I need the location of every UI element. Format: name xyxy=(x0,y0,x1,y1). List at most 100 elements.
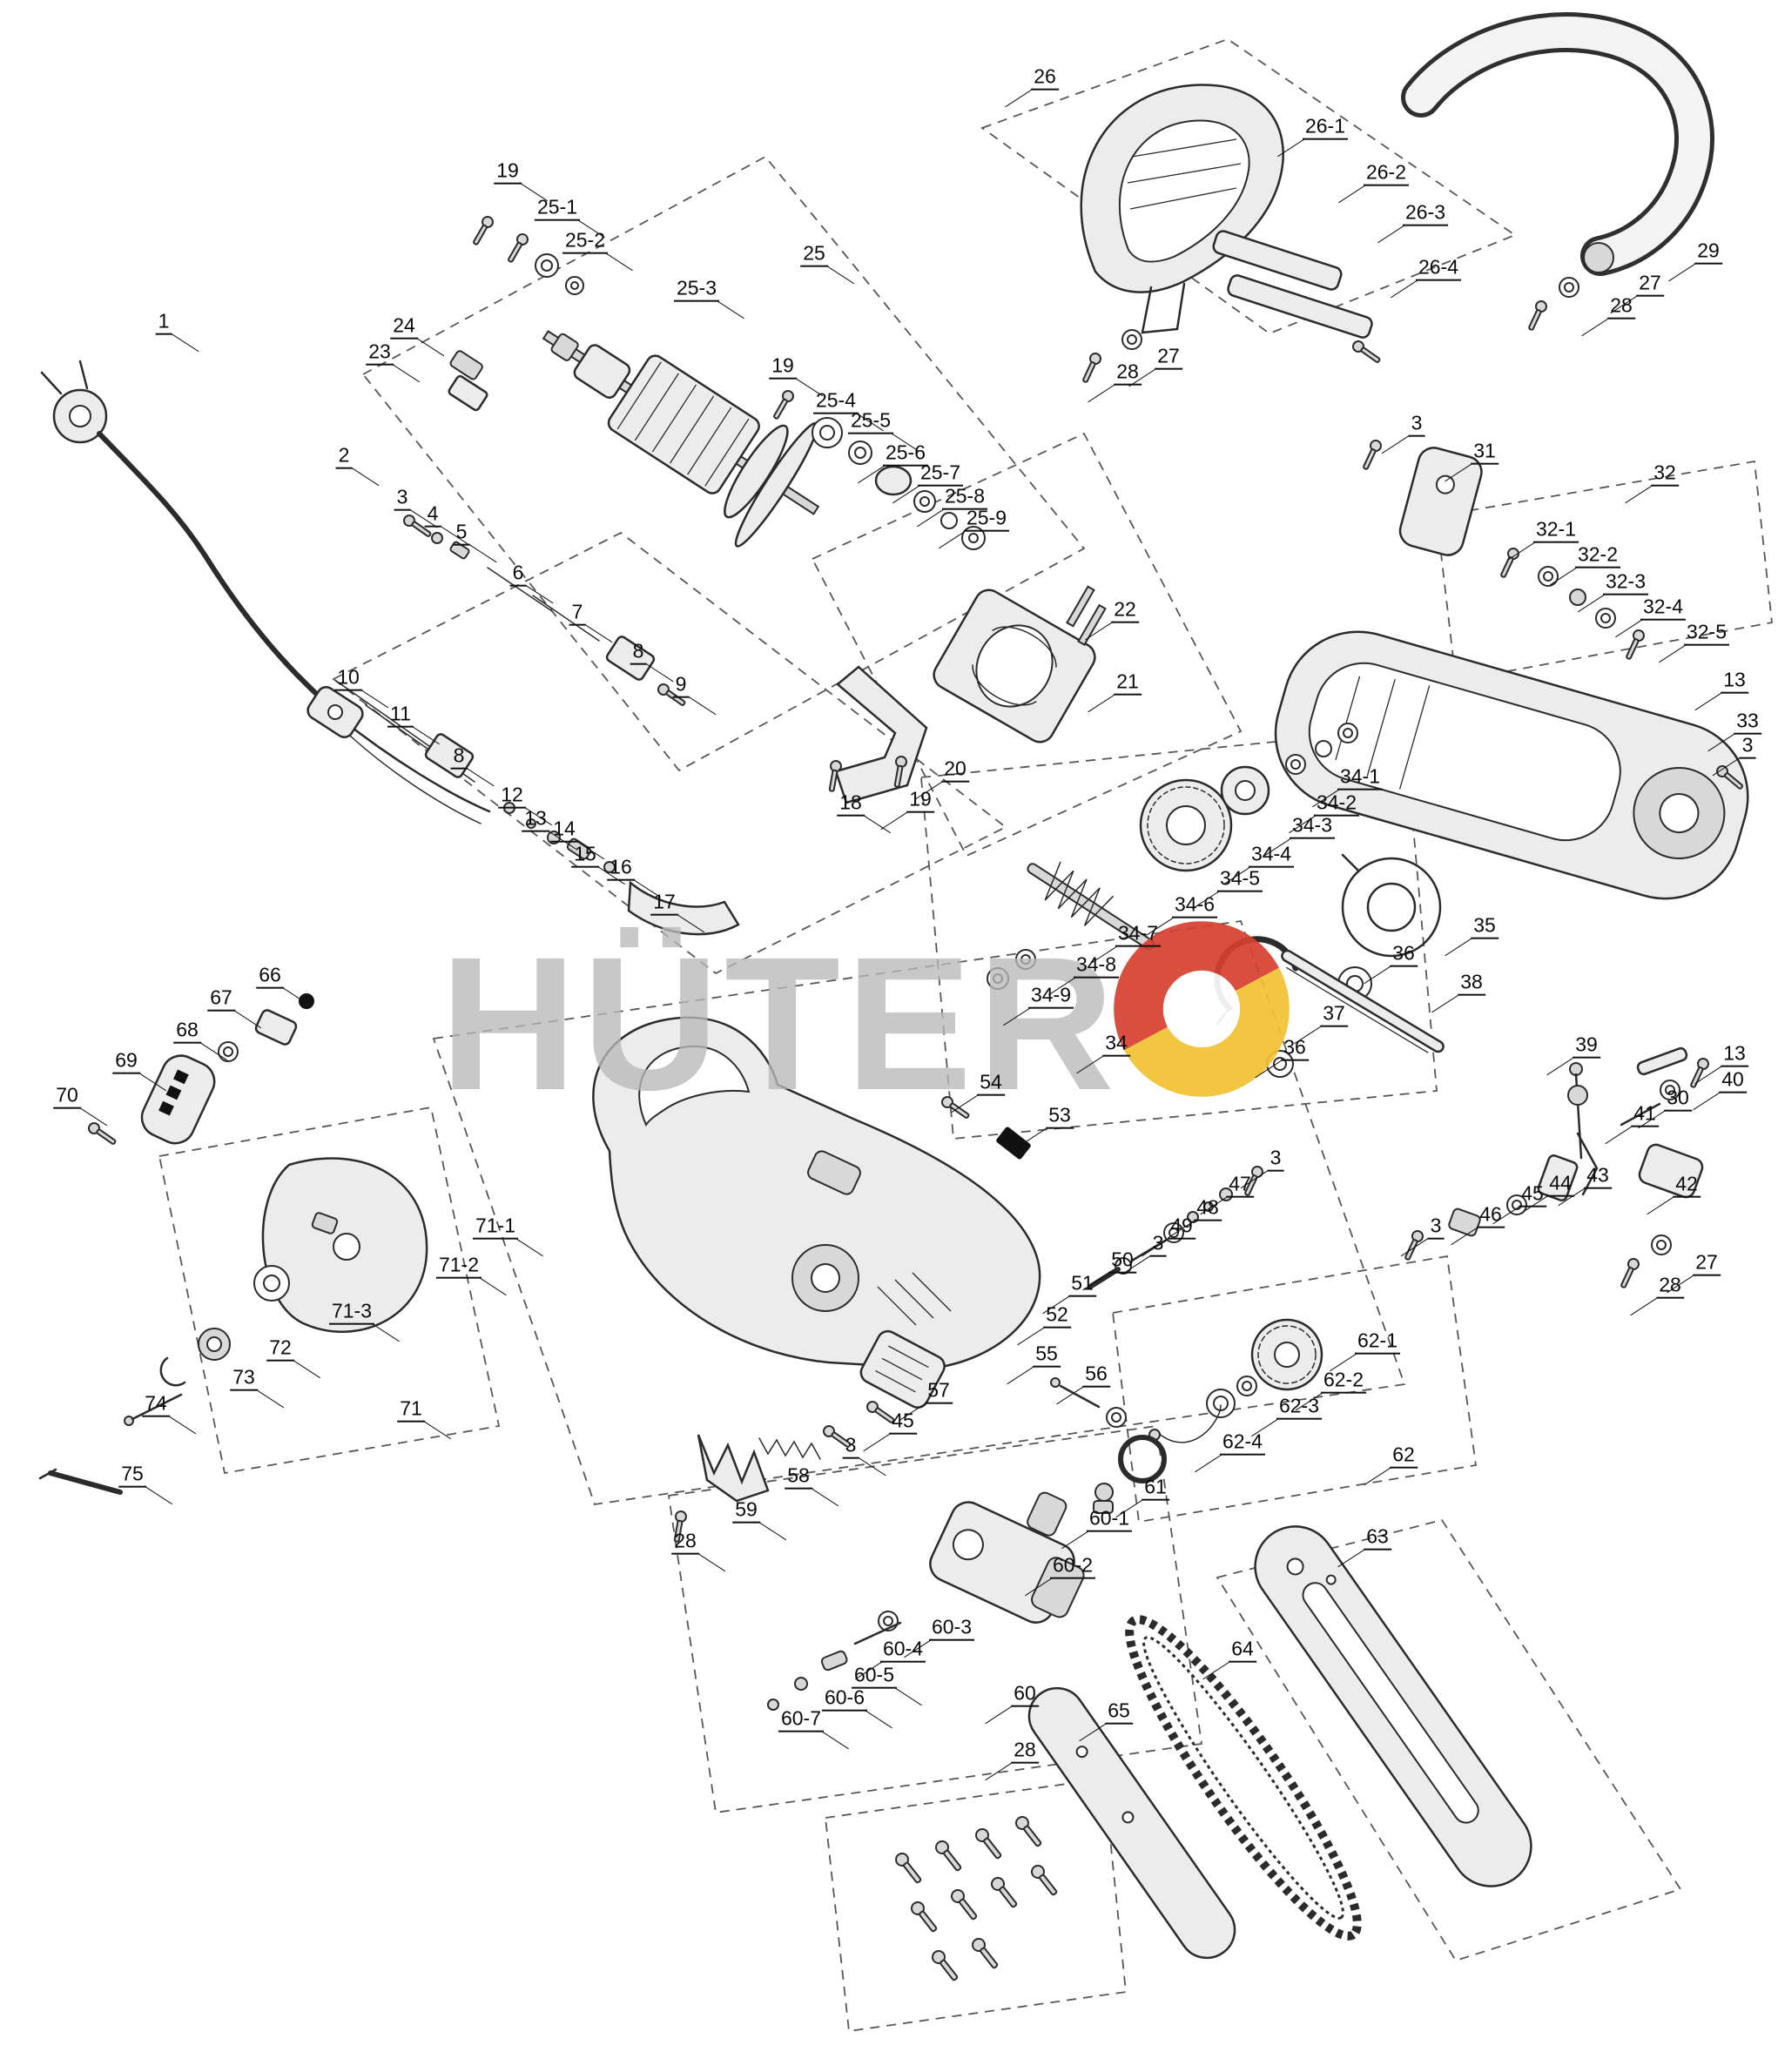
part-number: 49 xyxy=(1170,1214,1193,1237)
part-number: 59 xyxy=(735,1497,758,1521)
label-tag-drawing xyxy=(939,1093,1031,1160)
part-callout-21: 21 xyxy=(1114,671,1142,696)
part-number: 28 xyxy=(1116,360,1139,383)
part-number: 71-1 xyxy=(475,1214,516,1237)
part-number: 60-2 xyxy=(1052,1553,1094,1577)
part-callout-3: 3 xyxy=(1739,735,1756,759)
cord-grommet-drawing xyxy=(306,686,364,738)
part-callout-48: 48 xyxy=(1194,1197,1222,1221)
part-callout-27: 27 xyxy=(1693,1252,1721,1276)
part-number: 68 xyxy=(176,1018,199,1041)
part-callout-73: 73 xyxy=(230,1367,258,1391)
part-callout-19: 19 xyxy=(769,355,797,380)
part-callout-52: 52 xyxy=(1043,1304,1071,1329)
part-number: 25-8 xyxy=(944,484,986,508)
part-callout-69: 69 xyxy=(112,1050,140,1074)
front-tube-handle-drawing xyxy=(1401,12,1714,333)
part-callout-32-3: 32-3 xyxy=(1602,571,1649,595)
part-callout-59: 59 xyxy=(732,1499,760,1524)
part-number: 62-3 xyxy=(1278,1394,1320,1417)
part-callout-17: 17 xyxy=(650,891,678,916)
part-number: 62 xyxy=(1392,1443,1415,1466)
part-callout-34-4: 34-4 xyxy=(1248,844,1295,868)
part-number: 25-6 xyxy=(885,441,926,464)
part-number: 2 xyxy=(338,443,350,467)
part-number: 6 xyxy=(512,561,524,584)
bearing-stack-drawing xyxy=(770,387,986,550)
part-callout-41: 41 xyxy=(1631,1103,1659,1127)
part-number: 34-9 xyxy=(1030,983,1072,1006)
part-callout-60-1: 60-1 xyxy=(1086,1508,1133,1532)
group-box-armature xyxy=(361,155,1086,772)
switch-cover-drawing xyxy=(820,1329,946,1451)
part-number: 18 xyxy=(839,790,862,814)
part-number: 26-4 xyxy=(1418,255,1459,279)
part-callout-25-1: 25-1 xyxy=(534,195,581,221)
part-callout-43: 43 xyxy=(1584,1165,1612,1189)
part-callout-25-9: 25-9 xyxy=(963,508,1010,532)
part-number: 35 xyxy=(1473,913,1496,937)
part-number: 12 xyxy=(501,783,523,806)
part-callout-62-1: 62-1 xyxy=(1354,1330,1401,1355)
part-number: 44 xyxy=(1549,1171,1572,1194)
part-callout-39: 39 xyxy=(1573,1034,1600,1059)
part-callout-12: 12 xyxy=(498,784,526,809)
pin-drawing xyxy=(1050,1377,1127,1428)
part-number: 26-1 xyxy=(1304,114,1346,138)
part-number: 43 xyxy=(1586,1163,1609,1187)
part-callout-5: 5 xyxy=(453,521,470,546)
part-callout-14: 14 xyxy=(550,818,578,843)
part-callout-45: 45 xyxy=(889,1410,917,1435)
part-number: 61 xyxy=(1144,1475,1167,1498)
part-number: 25 xyxy=(803,241,825,265)
part-callout-34-2: 34-2 xyxy=(1313,792,1360,817)
part-callout-60-4: 60-4 xyxy=(879,1638,926,1663)
part-callout-3: 3 xyxy=(842,1433,859,1459)
part-callout-3: 3 xyxy=(1267,1146,1284,1172)
part-number: 3 xyxy=(1270,1146,1282,1169)
motor-housing-drawing xyxy=(1274,630,1749,900)
part-callout-24: 24 xyxy=(390,315,418,340)
part-callout-18: 18 xyxy=(837,792,865,817)
part-callout-57: 57 xyxy=(925,1380,953,1404)
part-callout-34-5: 34-5 xyxy=(1216,866,1263,892)
part-number: 46 xyxy=(1479,1202,1502,1226)
part-callout-53: 53 xyxy=(1046,1105,1074,1129)
part-number: 3 xyxy=(1152,1231,1164,1255)
part-number: 32-4 xyxy=(1642,595,1684,618)
part-number: 10 xyxy=(337,665,360,689)
part-number: 25-2 xyxy=(564,228,606,252)
part-callout-25-7: 25-7 xyxy=(917,462,964,487)
part-callout-34-1: 34-1 xyxy=(1337,766,1384,790)
part-number: 34-5 xyxy=(1219,866,1261,890)
part-callout-54: 54 xyxy=(977,1072,1005,1096)
part-number: 32 xyxy=(1653,461,1676,484)
part-callout-28: 28 xyxy=(1011,1739,1039,1764)
part-number: 45 xyxy=(1521,1181,1544,1205)
part-number: 32-5 xyxy=(1686,620,1727,643)
part-callout-72: 72 xyxy=(266,1337,294,1362)
part-number: 69 xyxy=(115,1048,138,1072)
part-callout-7: 7 xyxy=(569,602,586,626)
part-number: 28 xyxy=(1014,1738,1036,1761)
part-number: 25-1 xyxy=(536,195,578,219)
part-number: 36 xyxy=(1392,941,1415,965)
part-callout-1: 1 xyxy=(155,311,172,335)
part-number: 55 xyxy=(1035,1342,1058,1365)
part-callout-27: 27 xyxy=(1155,346,1182,370)
part-callout-9: 9 xyxy=(672,674,690,698)
part-number: 25-4 xyxy=(815,388,857,412)
part-callout-28: 28 xyxy=(1656,1275,1684,1299)
part-number: 39 xyxy=(1575,1033,1598,1056)
part-callout-32: 32 xyxy=(1651,462,1679,487)
part-callout-62: 62 xyxy=(1390,1444,1418,1469)
brace-plate-drawing xyxy=(1359,438,1483,556)
handguard-pivot-parts-drawing xyxy=(85,993,314,1148)
part-callout-36: 36 xyxy=(1390,943,1418,967)
part-callout-71-2: 71-2 xyxy=(435,1255,482,1279)
part-number: 37 xyxy=(1323,1001,1345,1025)
part-callout-19: 19 xyxy=(906,789,934,813)
part-callout-62-3: 62-3 xyxy=(1276,1394,1323,1420)
part-callout-67: 67 xyxy=(207,987,235,1012)
part-number: 3 xyxy=(845,1433,857,1456)
